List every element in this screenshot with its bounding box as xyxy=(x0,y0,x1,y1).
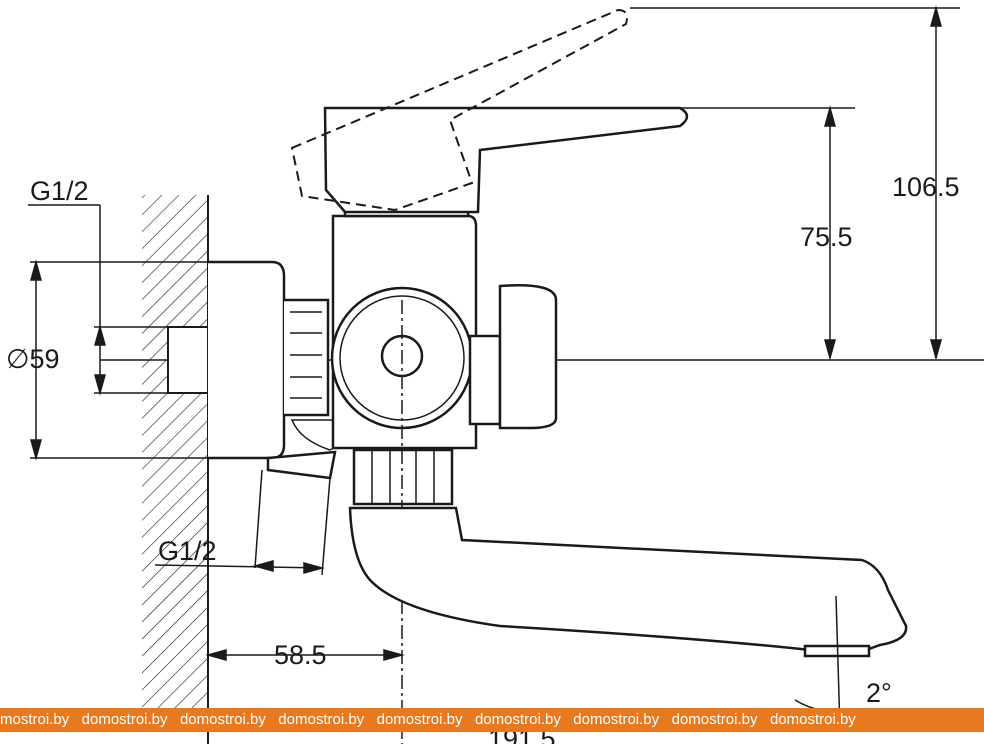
angle-label: 2° xyxy=(866,678,892,708)
height-axis-label: 75.5 xyxy=(800,222,853,252)
watermark-text: domostroi.by xyxy=(573,711,660,728)
watermark-text: domostroi.by xyxy=(179,711,266,728)
watermark-strip: mostroi.by domostroi.by domostroi.by dom… xyxy=(0,708,984,732)
spout-nut xyxy=(352,448,454,506)
top-thread-dimension xyxy=(28,204,168,396)
wall-hatching xyxy=(142,195,209,744)
wall-inlet-pipe xyxy=(167,326,209,394)
watermark-text: domostroi.by xyxy=(474,711,561,728)
lever-handle xyxy=(323,106,689,214)
watermark-text: domostroi.by xyxy=(81,711,168,728)
thread-bottom-label: G1/2 xyxy=(158,536,217,566)
watermark-text: mostroi.by xyxy=(0,711,70,728)
diameter-dimension xyxy=(30,259,208,461)
height-dimensions xyxy=(630,5,960,361)
height-total-label: 106.5 xyxy=(892,172,960,202)
watermark-text: domostroi.by xyxy=(278,711,365,728)
diameter-label: ∅59 xyxy=(6,344,60,374)
watermark-text: domostroi.by xyxy=(671,711,758,728)
spout xyxy=(348,506,908,658)
side-knob xyxy=(468,284,558,430)
offset-dimension xyxy=(205,649,405,661)
offset-label: 58.5 xyxy=(274,640,327,670)
lever-handle-open-dashed xyxy=(290,8,628,212)
watermark-text: domostroi.by xyxy=(769,711,856,728)
watermark-text: domostroi.by xyxy=(376,711,463,728)
thread-top-label: G1/2 xyxy=(30,176,89,206)
bottom-thread-dimension xyxy=(154,469,331,576)
